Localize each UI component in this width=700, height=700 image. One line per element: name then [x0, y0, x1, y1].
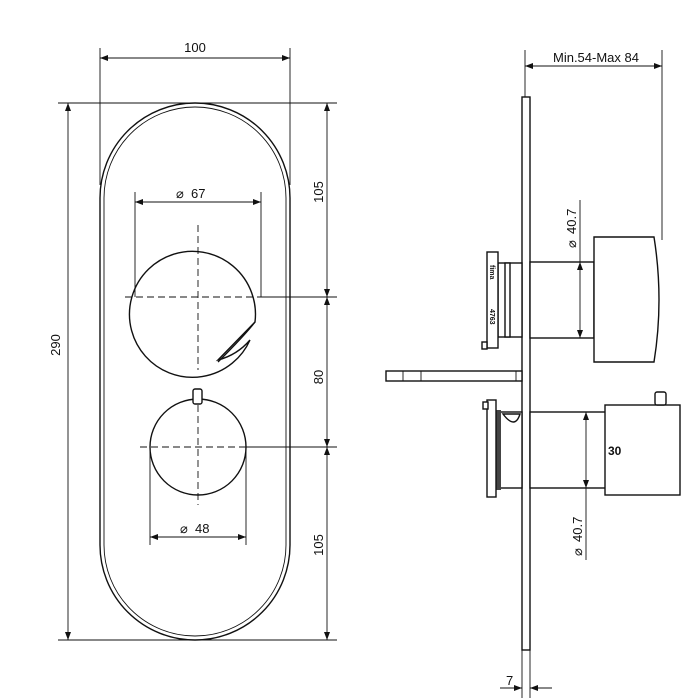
top-spacing-label: 105	[311, 181, 326, 203]
upper-knob-notch	[217, 321, 256, 363]
depth-dimension-label: Min.54-Max 84	[553, 50, 639, 65]
plate-thickness-label: 7	[506, 673, 513, 688]
flange-marking-2: 4763	[488, 309, 495, 325]
upper-flange	[486, 251, 499, 349]
side-cover-plate	[521, 96, 531, 651]
lower-knob-diameter-label: 48	[195, 521, 209, 536]
lower-stem	[529, 411, 607, 489]
upper-cartridge-ring	[504, 262, 511, 338]
lower-flange-tab	[482, 401, 489, 410]
upper-knob-side	[593, 236, 660, 363]
upper-knob-diameter-label: 67	[191, 186, 205, 201]
height-dimension-label: 290	[48, 334, 63, 356]
lower-knob-indicator-pin	[192, 388, 203, 405]
lower-knob-side	[604, 404, 681, 496]
side-view: Min.54-Max 84 ⌀ 40.7 fima 4763 30 ⌀ 40.7	[385, 50, 681, 698]
lower-cartridge	[497, 411, 523, 489]
width-dimension-label: 100	[184, 40, 206, 55]
lower-cartridge-thread	[496, 410, 501, 490]
upper-flange-tab	[481, 341, 488, 350]
flange-marking-1: fima	[488, 265, 495, 280]
cover-plate-inner-outline	[103, 106, 287, 637]
lower-knob-pin	[654, 391, 667, 406]
upper-stem-diameter-symbol: ⌀	[564, 240, 579, 248]
diverter-rod	[385, 370, 523, 382]
temperature-mark: 30	[608, 444, 622, 458]
upper-stem	[529, 261, 595, 339]
cover-plate-outline	[99, 102, 291, 641]
bottom-spacing-label: 105	[311, 534, 326, 556]
upper-knob	[128, 250, 257, 379]
diameter-symbol: ⌀	[176, 186, 184, 201]
diameter-symbol: ⌀	[180, 521, 188, 536]
lower-cartridge-lug	[501, 413, 521, 423]
lower-stem-diameter-symbol: ⌀	[570, 548, 585, 556]
lower-stem-diameter-label: 40.7	[570, 517, 585, 542]
upper-stem-diameter-label: 40.7	[564, 209, 579, 234]
lower-flange	[486, 399, 497, 498]
front-view: 100 290 105 80 105 ⌀ 67 ⌀ 48	[48, 40, 337, 641]
center-spacing-label: 80	[311, 370, 326, 384]
